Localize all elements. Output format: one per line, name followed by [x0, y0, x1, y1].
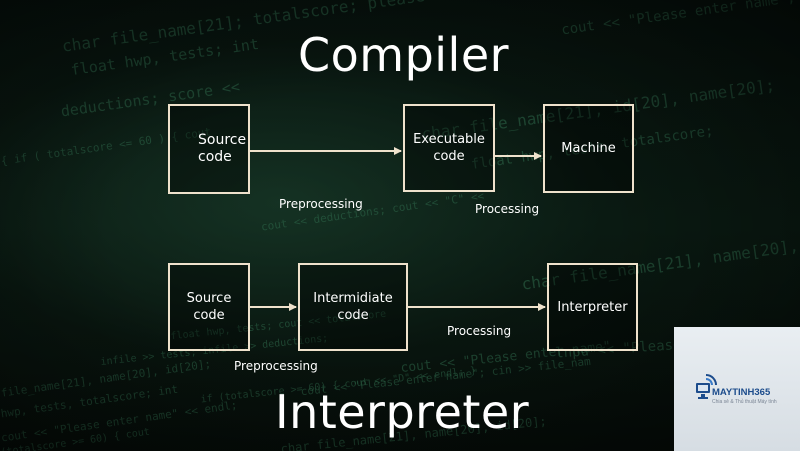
compiler-title: Compiler	[298, 28, 510, 82]
watermark: MAYTINH365 Chia sẻ & Thủ thuật Máy tính	[674, 327, 800, 451]
machine-label: Machine	[561, 141, 616, 156]
interpreter-source-code-box: Source code	[168, 263, 250, 351]
interpreter-box: Interpreter	[547, 263, 638, 351]
interpreter-source-label-line1: Source	[186, 291, 232, 306]
machine-box: Machine	[543, 104, 634, 193]
compiler-preprocessing-label: Preprocessing	[279, 197, 363, 211]
watermark-tagline: Chia sẻ & Thủ thuật Máy tính	[712, 399, 777, 405]
executable-label-line1: Executable	[413, 132, 485, 147]
compiler-source-label-line2: code	[198, 149, 232, 165]
interpreter-processing-label: Processing	[447, 324, 512, 338]
executable-label-line2: code	[433, 149, 465, 164]
interpreter-title: Interpreter	[275, 385, 530, 439]
interpreter-box-label: Interpreter	[557, 299, 628, 315]
interpreter-preprocessing-label: Preprocessing	[234, 359, 318, 373]
interpreter-source-label-line2: code	[193, 308, 225, 323]
intermediate-label-line2: code	[337, 308, 369, 323]
intermediate-code-box: Intermidiate code	[298, 263, 408, 351]
compiler-source-label-line1: Source	[198, 132, 247, 148]
executable-code-box: Executable code	[403, 104, 495, 192]
compiler-processing-label: Processing	[475, 202, 540, 216]
intermediate-label-line1: Intermidiate	[313, 291, 393, 306]
watermark-brand: MAYTINH365	[712, 387, 771, 398]
monitor-logo-icon	[696, 374, 717, 399]
